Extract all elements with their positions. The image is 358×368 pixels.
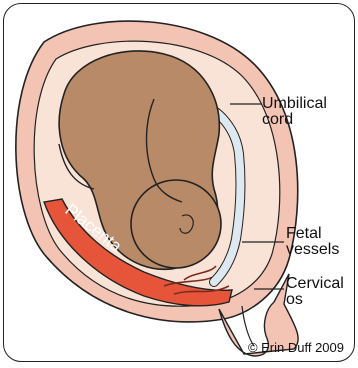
umbilical-cord-label: Umbilical cord — [262, 96, 327, 128]
fetal-vessels-label-line1: Fetal — [286, 226, 339, 242]
umbilical-cord-label-line1: Umbilical — [262, 96, 327, 112]
umbilical-cord-label-line2: cord — [262, 112, 327, 128]
cervical-os-label: Cervical os — [286, 276, 344, 308]
placenta-diagram-illustration: Placenta — [4, 4, 355, 362]
cervical-os-label-line1: Cervical — [286, 276, 344, 292]
diagram-frame: Placenta Umbilical cord Fetal vessels Ce… — [3, 3, 355, 362]
fetal-vessels-label-line2: vessels — [286, 242, 339, 258]
copyright-notice: © Erin Duff 2009 — [248, 340, 344, 355]
fetus-head — [131, 180, 221, 268]
fetal-vessels-label: Fetal vessels — [286, 226, 339, 258]
cervical-os-label-line2: os — [286, 292, 344, 308]
